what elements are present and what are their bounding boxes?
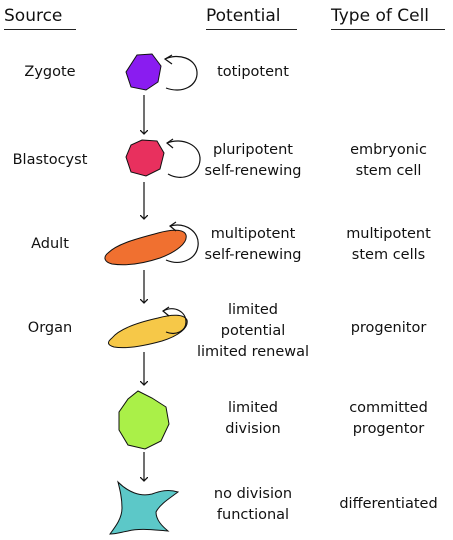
source-header-underline	[4, 29, 76, 30]
self-renewal-loop-icon	[162, 308, 187, 334]
zygote-cell-icon	[125, 53, 162, 91]
cell-type-text: committed progentor	[349, 400, 428, 437]
source-header: Source	[4, 6, 63, 26]
potential-text: pluripotent self-renewing	[204, 142, 302, 179]
self-renewal-loop-icon	[164, 55, 198, 91]
type-header-underline	[331, 29, 445, 30]
cell-type-text: progenitor	[350, 320, 427, 336]
potential-text: no division functional	[213, 486, 293, 523]
potential-text: totipotent	[217, 64, 289, 80]
self-renewal-loop-icon	[166, 140, 201, 178]
cell-type-text: multipotent stem cells	[346, 226, 431, 263]
source-label: Adult	[31, 236, 69, 252]
potential-text: limited potential limited renewal	[196, 302, 310, 360]
committed-progenitor-cell-icon	[118, 390, 170, 450]
organ-cell-icon	[108, 314, 188, 349]
source-label: Blastocyst	[12, 152, 88, 168]
source-label: Organ	[27, 320, 73, 336]
type-of-cell-header: Type of Cell	[331, 6, 430, 26]
adult-cell-icon	[104, 229, 187, 266]
differentiated-cell-icon	[108, 480, 180, 535]
potential-text: limited division	[225, 400, 281, 437]
blastocyst-cell-icon	[125, 139, 165, 177]
potential-header: Potential	[206, 6, 281, 26]
source-label: Zygote	[24, 64, 76, 80]
cell-type-text: differentiated	[339, 496, 438, 512]
self-renewal-loop-icon	[165, 224, 199, 263]
potential-header-underline	[206, 29, 297, 30]
potential-text: multipotent self-renewing	[204, 226, 302, 263]
cell-type-text: embryonic stem cell	[350, 142, 427, 179]
